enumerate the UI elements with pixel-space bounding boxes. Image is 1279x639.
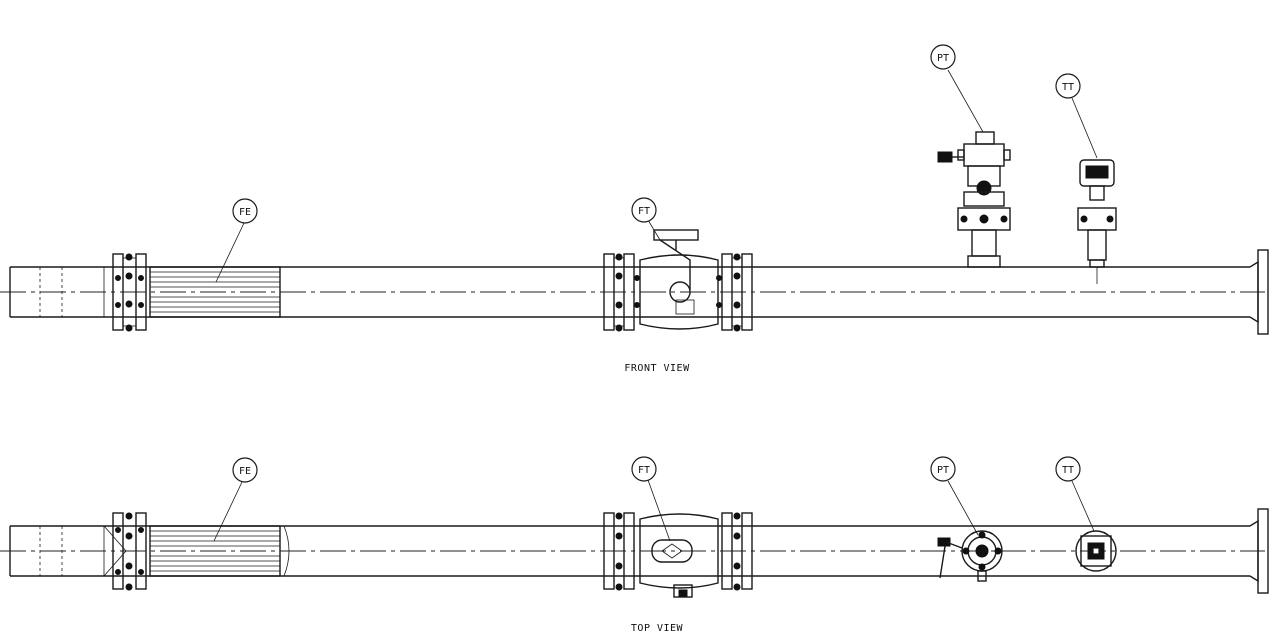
front-view: FE — [0, 44, 1269, 374]
top-pipe — [0, 525, 1265, 577]
top-flange-left — [112, 512, 147, 591]
top-fe-tag-label: FE — [239, 466, 251, 477]
front-pt-tag: PT — [930, 44, 984, 133]
front-pipe — [0, 266, 1265, 318]
top-pt-tag-label: PT — [937, 465, 949, 476]
top-flange-mid-left — [603, 512, 635, 591]
front-flange-mid-right — [716, 253, 753, 332]
front-flange-mid-left — [603, 253, 640, 332]
top-tt-tag: TT — [1055, 456, 1095, 532]
front-flange-left — [112, 253, 147, 332]
top-flange-mid-right — [721, 512, 753, 591]
front-pt-tag-label: PT — [937, 53, 949, 64]
front-pressure-transmitter — [937, 131, 1011, 268]
front-tt-tag-label: TT — [1062, 82, 1074, 93]
top-ft-tag-label: FT — [638, 465, 650, 476]
front-temperature-transmitter — [1077, 159, 1117, 284]
top-view: FE FT — [0, 456, 1269, 634]
front-flange-right-end — [1249, 249, 1269, 335]
front-tt-tag: TT — [1055, 73, 1098, 159]
top-flange-right-end — [1249, 508, 1269, 594]
top-pt-tag: PT — [930, 456, 979, 536]
top-tt-tag-label: TT — [1062, 465, 1074, 476]
front-fe-tube-bundle — [149, 266, 281, 318]
front-ft-tag-label: FT — [638, 206, 650, 217]
top-pressure-transmitter — [937, 530, 1003, 582]
front-fe-tag: FE — [215, 198, 258, 283]
top-view-label: TOP VIEW — [631, 623, 684, 634]
front-fe-tag-label: FE — [239, 207, 251, 218]
front-view-label: FRONT VIEW — [624, 363, 690, 374]
top-flow-meter-body — [639, 513, 719, 598]
front-ft-tag: FT — [631, 197, 661, 241]
top-temperature-transmitter — [1075, 530, 1117, 572]
top-fe-tube-bundle — [149, 525, 290, 577]
top-fe-tag: FE — [213, 457, 258, 542]
top-ft-tag: FT — [631, 456, 671, 542]
front-flow-meter-body — [639, 229, 719, 330]
